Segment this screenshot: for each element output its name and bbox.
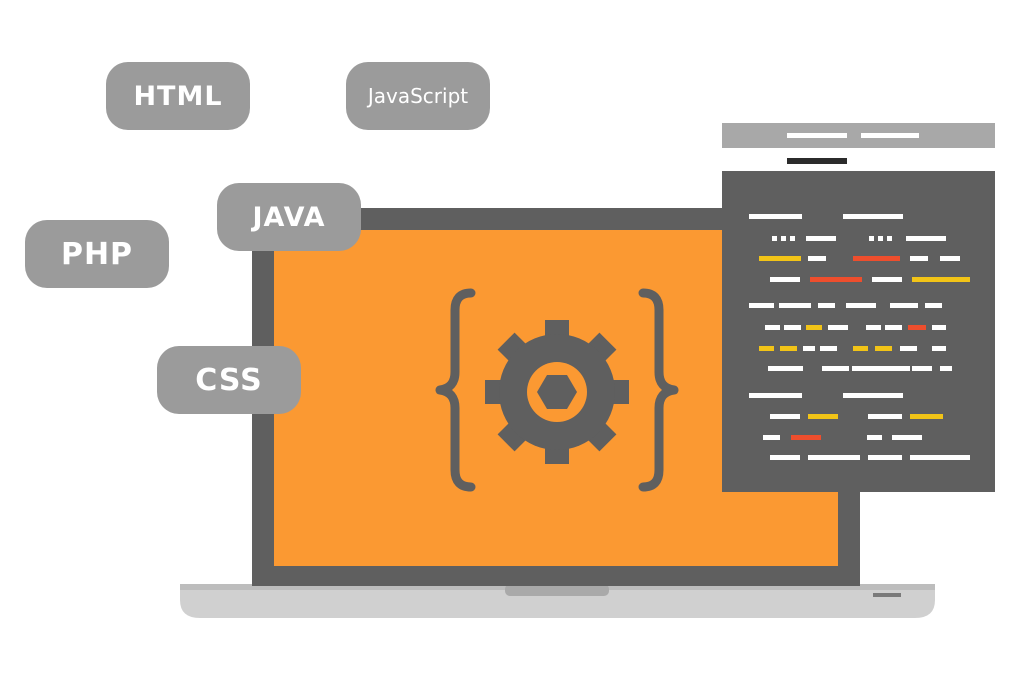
code-line-segment bbox=[869, 236, 874, 241]
code-line-segment bbox=[910, 414, 943, 419]
code-line-segment bbox=[808, 414, 838, 419]
code-line-segment bbox=[906, 236, 946, 241]
code-window-titlebar bbox=[722, 123, 995, 148]
css-tag: CSS bbox=[157, 346, 301, 414]
code-line-segment bbox=[910, 256, 928, 261]
code-window-icon bbox=[722, 123, 995, 492]
php-tag: PHP bbox=[25, 220, 169, 288]
code-line-segment bbox=[763, 435, 780, 440]
code-line-segment bbox=[803, 346, 815, 351]
code-line-segment bbox=[772, 236, 777, 241]
code-line-segment bbox=[806, 325, 822, 330]
code-line-segment bbox=[843, 393, 903, 398]
code-window-body bbox=[722, 171, 995, 492]
code-line-segment bbox=[749, 393, 802, 398]
power-led bbox=[873, 593, 901, 597]
code-line-segment bbox=[781, 236, 786, 241]
code-line-segment bbox=[843, 214, 903, 219]
html-tag: HTML bbox=[106, 62, 250, 130]
code-line-segment bbox=[808, 455, 860, 460]
code-line-segment bbox=[810, 277, 862, 282]
code-line-segment bbox=[887, 236, 892, 241]
code-line-segment bbox=[765, 325, 780, 330]
code-line-segment bbox=[749, 214, 802, 219]
code-line-segment bbox=[853, 256, 900, 261]
code-line-segment bbox=[868, 455, 902, 460]
laptop-base bbox=[180, 584, 935, 618]
code-line-segment bbox=[910, 455, 970, 460]
code-line-segment bbox=[768, 366, 803, 371]
code-line-segment bbox=[868, 414, 902, 419]
code-line-segment bbox=[784, 325, 801, 330]
code-line-segment bbox=[880, 366, 910, 371]
code-line-segment bbox=[866, 325, 881, 330]
code-line-segment bbox=[846, 303, 876, 308]
code-line-segment bbox=[867, 435, 882, 440]
code-line-segment bbox=[940, 366, 952, 371]
code-line-segment bbox=[818, 303, 835, 308]
gear-icon bbox=[485, 320, 629, 464]
curly-braces-icon bbox=[435, 288, 679, 492]
code-line-segment bbox=[885, 325, 902, 330]
trackpad-notch bbox=[505, 584, 609, 596]
code-line-segment bbox=[779, 303, 811, 308]
javascript-tag: JavaScript bbox=[346, 62, 490, 130]
code-line-segment bbox=[828, 325, 848, 330]
code-line-segment bbox=[925, 303, 942, 308]
code-line-segment bbox=[749, 303, 774, 308]
code-line-segment bbox=[780, 346, 797, 351]
code-line-segment bbox=[820, 346, 837, 351]
code-line-segment bbox=[892, 435, 922, 440]
code-line-segment bbox=[791, 435, 821, 440]
code-line-segment bbox=[806, 236, 836, 241]
code-line-segment bbox=[770, 455, 800, 460]
java-tag: JAVA bbox=[217, 183, 361, 251]
code-line-segment bbox=[912, 366, 932, 371]
active-tab-indicator bbox=[787, 158, 847, 164]
code-line-segment bbox=[759, 346, 774, 351]
code-line-segment bbox=[908, 325, 926, 330]
code-line-segment bbox=[790, 236, 795, 241]
code-line-segment bbox=[932, 325, 946, 330]
code-line-segment bbox=[872, 277, 902, 282]
code-line-segment bbox=[890, 303, 918, 308]
code-line-segment bbox=[875, 346, 892, 351]
code-line-segment bbox=[770, 414, 800, 419]
code-line-segment bbox=[912, 277, 970, 282]
code-line-segment bbox=[940, 256, 960, 261]
code-line-segment bbox=[932, 346, 946, 351]
code-line-segment bbox=[853, 346, 868, 351]
code-line-segment bbox=[808, 256, 826, 261]
code-line-segment bbox=[770, 277, 800, 282]
code-line-segment bbox=[900, 346, 917, 351]
code-line-segment bbox=[822, 366, 849, 371]
code-line-segment bbox=[878, 236, 883, 241]
code-line-segment bbox=[852, 366, 882, 371]
code-line-segment bbox=[759, 256, 801, 261]
code-lines bbox=[749, 214, 970, 460]
